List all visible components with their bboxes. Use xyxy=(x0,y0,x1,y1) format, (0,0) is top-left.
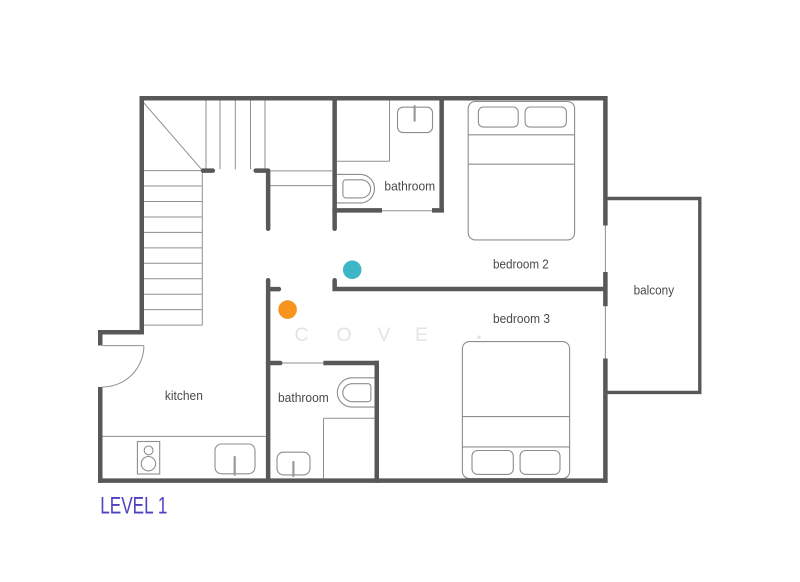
svg-text:V: V xyxy=(378,324,391,346)
svg-text:E: E xyxy=(415,324,428,346)
svg-text:bathroom: bathroom xyxy=(384,179,435,193)
svg-text:bedroom 3: bedroom 3 xyxy=(493,312,550,326)
svg-text:LEVEL 1: LEVEL 1 xyxy=(100,493,167,520)
svg-text:C: C xyxy=(295,324,309,346)
svg-text:bathroom: bathroom xyxy=(278,391,329,405)
svg-text:O: O xyxy=(337,324,352,346)
svg-text:balcony: balcony xyxy=(634,283,675,297)
svg-text:bedroom 2: bedroom 2 xyxy=(493,257,549,271)
svg-text:kitchen: kitchen xyxy=(165,389,203,403)
